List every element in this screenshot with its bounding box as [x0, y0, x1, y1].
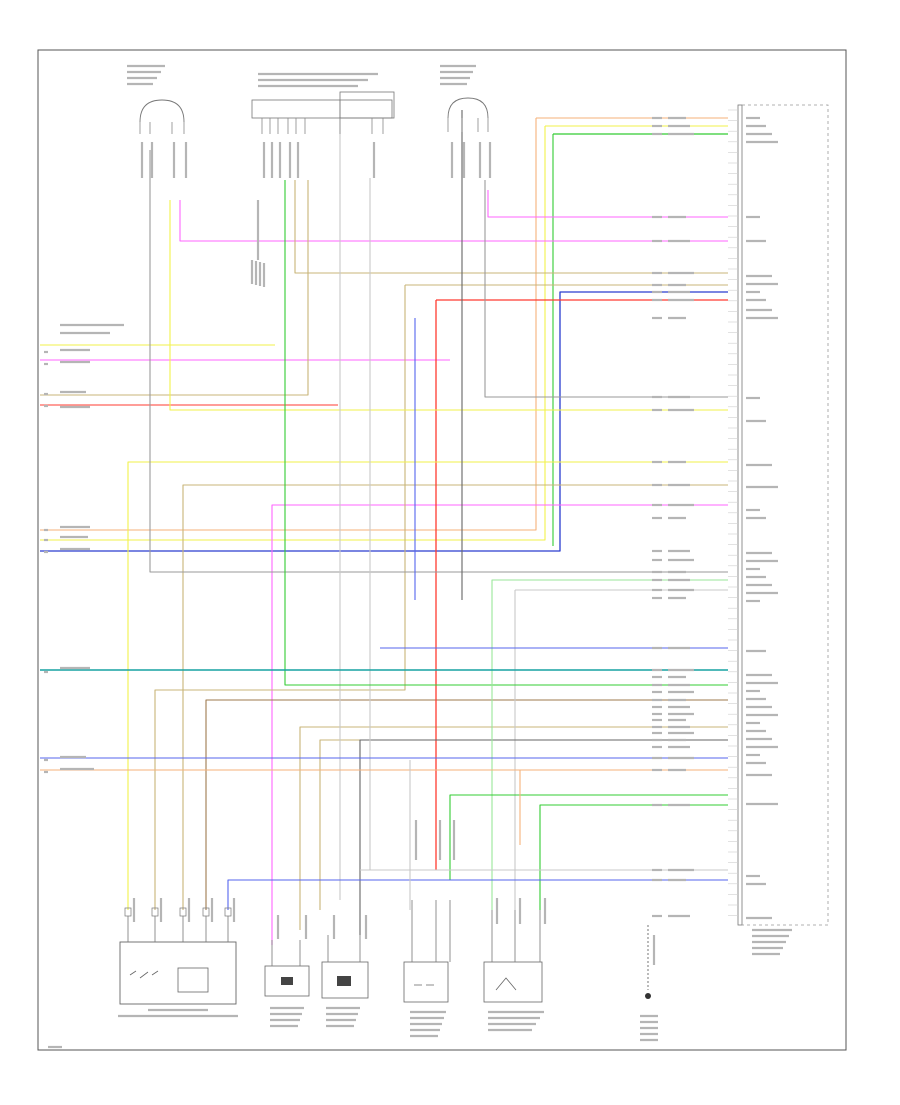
- wire-group: [40, 100, 728, 945]
- wire-26: [149, 150, 728, 573]
- wire-4: [40, 126, 546, 541]
- wire-19: [319, 739, 728, 910]
- wire-36: [449, 794, 728, 880]
- top-right-sensor: [447, 97, 489, 119]
- wire-7: [40, 291, 728, 552]
- wire-18: [299, 726, 728, 930]
- sensor-2: [321, 961, 369, 999]
- ground-symbol-icon: [645, 993, 651, 999]
- sensor-symbol-icon: [337, 976, 351, 986]
- wire-9: [179, 200, 728, 242]
- top-middle-connector: [251, 99, 393, 119]
- wire-23: [169, 200, 728, 411]
- sensor-4: [483, 961, 543, 1003]
- wire-17: [205, 699, 728, 910]
- wire-16: [182, 484, 728, 910]
- wire-35: [491, 579, 728, 910]
- sensor-3: [403, 961, 449, 1003]
- component-group: [119, 91, 829, 1005]
- wire-2: [40, 118, 537, 531]
- wire-24: [127, 461, 728, 910]
- diagram-border: [37, 49, 847, 1051]
- wire-37: [539, 804, 728, 910]
- wire-41: [227, 879, 728, 910]
- relay-symbol-icon: [177, 967, 209, 993]
- wire-13: [154, 285, 406, 910]
- switch-contact-icon: [129, 970, 159, 979]
- top-left-sensor: [139, 99, 185, 123]
- pcm-module-outline: [742, 104, 829, 926]
- sensor-symbol-icon: [495, 977, 517, 991]
- wire-15: [40, 180, 309, 396]
- sensor-1: [264, 965, 310, 997]
- pcm-connector: [737, 104, 743, 926]
- wire-34: [284, 180, 728, 686]
- wire-8: [487, 190, 728, 218]
- wire-27: [484, 180, 728, 398]
- wire-12: [294, 180, 728, 274]
- sensor-symbol-icon: [281, 977, 293, 985]
- wire-11: [271, 504, 728, 945]
- top-middle-module: [339, 91, 395, 119]
- label-group: [44, 64, 792, 1049]
- bottom-left-switch-assembly: [119, 941, 237, 1005]
